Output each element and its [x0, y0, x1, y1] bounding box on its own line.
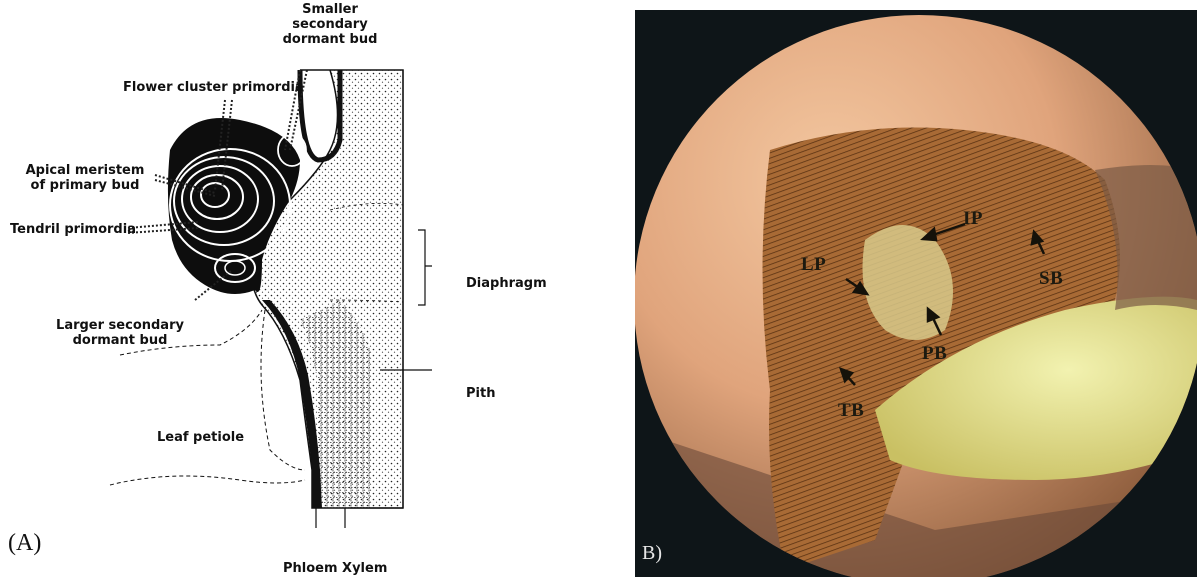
label-diaphragm: Diaphragm	[466, 276, 547, 291]
panel-b-micrograph: IP LP SB PB TB B)	[635, 10, 1197, 577]
label-larger-secondary-bud: Larger secondary dormant bud	[40, 318, 200, 348]
label-smaller-secondary-bud: Smaller secondary dormant bud	[265, 2, 395, 47]
label-tb: TB	[838, 400, 864, 422]
panel-b-letter: B)	[642, 542, 662, 565]
label-leaf-petiole: Leaf petiole	[157, 430, 244, 445]
label-sb: SB	[1039, 268, 1063, 290]
panel-a-letter: (A)	[8, 530, 41, 557]
label-tendril-primordia: Tendril primordia	[10, 222, 136, 237]
label-ip: IP	[963, 208, 983, 230]
label-flower-cluster-primordia: Flower cluster primordia	[123, 80, 304, 95]
label-lp: LP	[801, 254, 826, 276]
micrograph-image	[635, 10, 1197, 577]
panel-a-diagram: Smaller secondary dormant bud Flower clu…	[0, 0, 620, 577]
label-pb: PB	[922, 343, 947, 365]
label-apical-meristem: Apical meristem of primary bud	[10, 163, 160, 193]
label-phloem-xylem: Phloem Xylem	[283, 561, 387, 576]
label-pith: Pith	[466, 386, 495, 401]
